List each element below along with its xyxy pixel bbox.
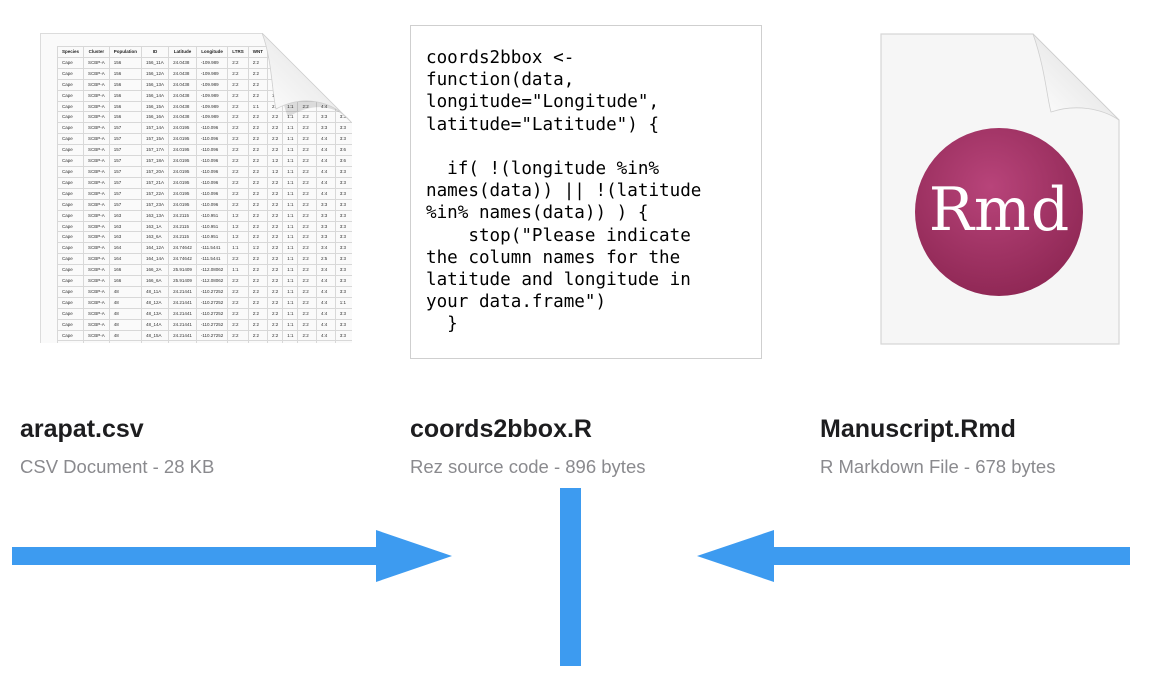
center-vertical-bar bbox=[560, 488, 581, 666]
rmd-file-meta: R Markdown File - 678 bytes bbox=[820, 456, 1056, 477]
csv-cell: 2:2 bbox=[227, 340, 249, 343]
csv-cell: 3:3 bbox=[334, 340, 352, 343]
csv-header-cell: Species bbox=[56, 46, 85, 58]
csv-cell: 1:1 bbox=[282, 340, 299, 343]
csv-header-cell: ID bbox=[141, 46, 170, 58]
r-file-meta: Rez source code - 896 bytes bbox=[410, 456, 646, 477]
rmd-icon-label: Rmd bbox=[928, 175, 1070, 245]
code-preview-text: coords2bbox <- function(data, longitude=… bbox=[426, 48, 702, 335]
page-curl-icon bbox=[262, 33, 352, 123]
csv-cell: Cape bbox=[56, 340, 85, 343]
right-arrow-shaft bbox=[768, 547, 1130, 565]
r-file-name[interactable]: coords2bbox.R bbox=[410, 415, 592, 443]
csv-file-name[interactable]: arapat.csv bbox=[20, 415, 144, 443]
left-arrow-head bbox=[376, 530, 452, 582]
csv-header-cell: Population bbox=[108, 46, 143, 58]
csv-cell: 48 bbox=[108, 340, 143, 343]
csv-header-cell: LTRS bbox=[227, 46, 249, 58]
r-source-preview-card[interactable]: coords2bbox <- function(data, longitude=… bbox=[410, 25, 762, 359]
left-arrow-shaft bbox=[12, 547, 382, 565]
csv-cell: 4:4 bbox=[315, 340, 336, 343]
right-arrow-head bbox=[697, 530, 774, 582]
rmd-file-icon[interactable]: Rmd bbox=[875, 28, 1123, 350]
rmd-file-name[interactable]: Manuscript.Rmd bbox=[820, 415, 1016, 443]
rmd-document-icon bbox=[880, 33, 1120, 345]
csv-file-meta: CSV Document - 28 KB bbox=[20, 456, 215, 477]
csv-cell: 48_16A bbox=[141, 340, 170, 343]
csv-row: CapeSCBP-A4848_16A24.21441-110.272522:22… bbox=[56, 340, 352, 343]
